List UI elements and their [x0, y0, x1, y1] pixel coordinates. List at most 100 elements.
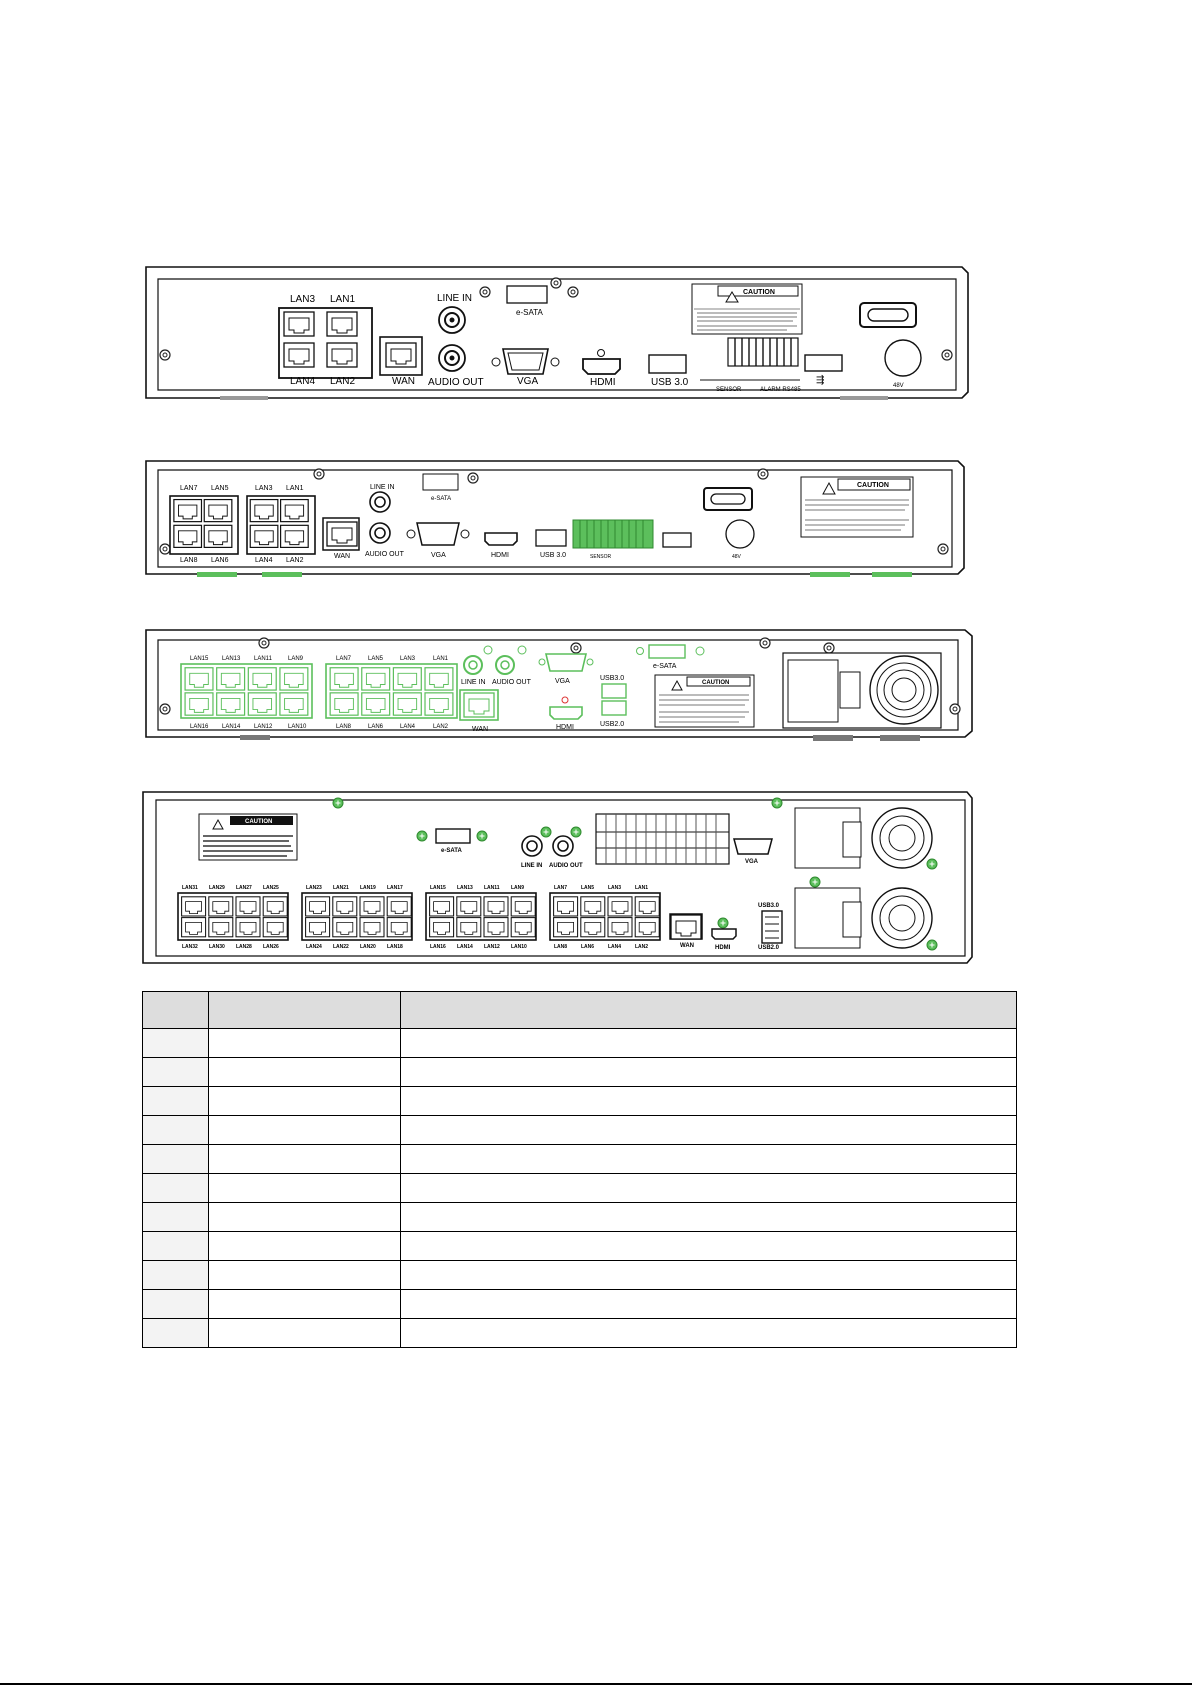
panel1-usb-symbol-icon: ⇶ [816, 374, 824, 386]
panel2-lan4-label: LAN4 [255, 557, 273, 564]
panel1-caution-title: CAUTION [743, 289, 775, 296]
panel1-usb-port [648, 354, 687, 374]
panel2-power-label: 48V [732, 554, 742, 560]
panel1-vga-label: VGA [517, 376, 538, 387]
table-cell [208, 1231, 401, 1261]
table-cell [400, 1289, 1017, 1319]
panel2-sensor-label: SENSOR [590, 554, 612, 560]
table-cell [208, 1202, 401, 1232]
panel2-line-in-label: LINE IN [370, 484, 395, 491]
panel3-wan-label: WAN [472, 726, 488, 733]
panel1-hdmi-label: HDMI [590, 377, 616, 388]
panel3-lan11-label: LAN11 [254, 656, 273, 662]
panel3-lan-bottom-labels: LAN16 LAN14 LAN12 LAN10 LAN8 LAN6 LAN4 L… [190, 724, 449, 730]
panel3-lan8-label: LAN8 [336, 724, 352, 730]
panel2-usb2-port [662, 532, 692, 548]
panel4-line-in-jack [521, 835, 543, 857]
panel4-line-in-label: LINE IN [521, 863, 542, 869]
table-cell [400, 1260, 1017, 1290]
panel4-lan-label: LAN14 [457, 944, 473, 950]
panel1-sensor-label: SENSOR [716, 387, 742, 393]
description-table [142, 991, 1017, 1348]
table-cell [142, 1028, 209, 1058]
table-cell [208, 1057, 401, 1087]
panel1-usb-label: USB 3.0 [651, 377, 689, 388]
table-header-row [142, 991, 1017, 1029]
table-cell [208, 1318, 401, 1348]
page-bottom-rule [0, 1683, 1192, 1685]
panel1-lan2-label: LAN2 [330, 376, 355, 387]
panel3-audio-out-label: AUDIO OUT [492, 679, 532, 686]
panel4-lan-label: LAN11 [484, 885, 500, 891]
panel3-caution-title: CAUTION [702, 680, 729, 686]
table-cell [400, 1115, 1017, 1145]
panel3-lan7-label: LAN7 [336, 656, 352, 662]
panel3-lan9-label: LAN9 [288, 656, 304, 662]
table-cell [142, 1173, 209, 1203]
panel4-lan-label: LAN7 [554, 885, 567, 891]
table-row [142, 1115, 1017, 1145]
panel2-caution-title: CAUTION [857, 482, 889, 489]
panel2-lan6-label: LAN6 [211, 557, 229, 564]
panel2-lan2-label: LAN2 [286, 557, 304, 564]
table-cell [208, 1289, 401, 1319]
panel2-power-connector [725, 519, 755, 549]
table-row [142, 1057, 1017, 1087]
panel3-lan13-label: LAN13 [222, 656, 241, 662]
panel1-vga-port [491, 348, 560, 375]
panel2-lan7-label: LAN7 [180, 485, 198, 492]
panel3-lan15-label: LAN15 [190, 656, 209, 662]
panel4-psu-lower [794, 887, 933, 949]
table-cell [208, 1028, 401, 1058]
panel3-lan1-label: LAN1 [433, 656, 449, 662]
table-row [142, 1144, 1017, 1174]
panel4-lan-label: LAN32 [182, 944, 198, 950]
panel2-lan5-label: LAN5 [211, 485, 229, 492]
table-cell [142, 1144, 209, 1174]
panel3-usb2-label: USB2.0 [600, 721, 624, 728]
panel4-psu-upper [794, 807, 933, 869]
table-cell [208, 1260, 401, 1290]
table-row [142, 1260, 1017, 1290]
panel4-lan-label: LAN21 [333, 885, 349, 891]
panel4-lan-label: LAN26 [263, 944, 279, 950]
panel1-esata-label: e-SATA [516, 308, 543, 317]
panel2-lan3-label: LAN3 [255, 485, 273, 492]
panel3-lan-block[interactable] [180, 663, 458, 719]
panel3-lan12-label: LAN12 [254, 724, 273, 730]
panel4-lan-label: LAN29 [209, 885, 225, 891]
panel2-audio-out-jack [369, 522, 391, 544]
table-cell [142, 1115, 209, 1145]
panel4-esata-label: e-SATA [441, 848, 462, 854]
table-row [142, 1289, 1017, 1319]
panel4-caution-sticker [198, 813, 298, 861]
table-cell [142, 1202, 209, 1232]
table-row [142, 1028, 1017, 1058]
panel3-line-in-label: LINE IN [461, 679, 486, 686]
panel3-lan16-label: LAN16 [190, 724, 209, 730]
panel2-caution-sticker [800, 476, 914, 538]
panel3-vga-label: VGA [555, 678, 570, 685]
panel1-line-in-jack [438, 306, 466, 334]
table-header-cell [400, 991, 1017, 1029]
panel2-hdmi-label: HDMI [491, 552, 509, 559]
panel1-alarm-label: ALARM RS485 [760, 387, 801, 393]
panel4-lan-label: LAN17 [387, 885, 403, 891]
panel3-vga-port [538, 653, 594, 672]
table-cell [400, 1173, 1017, 1203]
panel4-esata-port [435, 828, 471, 844]
panel4-lan-label: LAN19 [360, 885, 376, 891]
panel-4: CAUTION e-SATA LINE IN AUDIO OUT VGA [142, 791, 973, 964]
table-cell [142, 1289, 209, 1319]
table-cell [142, 1260, 209, 1290]
panel4-lan-label: LAN24 [306, 944, 322, 950]
panel2-usb-port [535, 529, 567, 547]
panel2-esata-label: e-SATA [431, 496, 451, 502]
panel3-lan3-label: LAN3 [400, 656, 416, 662]
panel2-line-in-jack [369, 491, 391, 513]
table-row [142, 1202, 1017, 1232]
table-cell [208, 1173, 401, 1203]
panel1-hdmi-port [582, 349, 621, 375]
panel2-wan-label: WAN [334, 553, 350, 560]
